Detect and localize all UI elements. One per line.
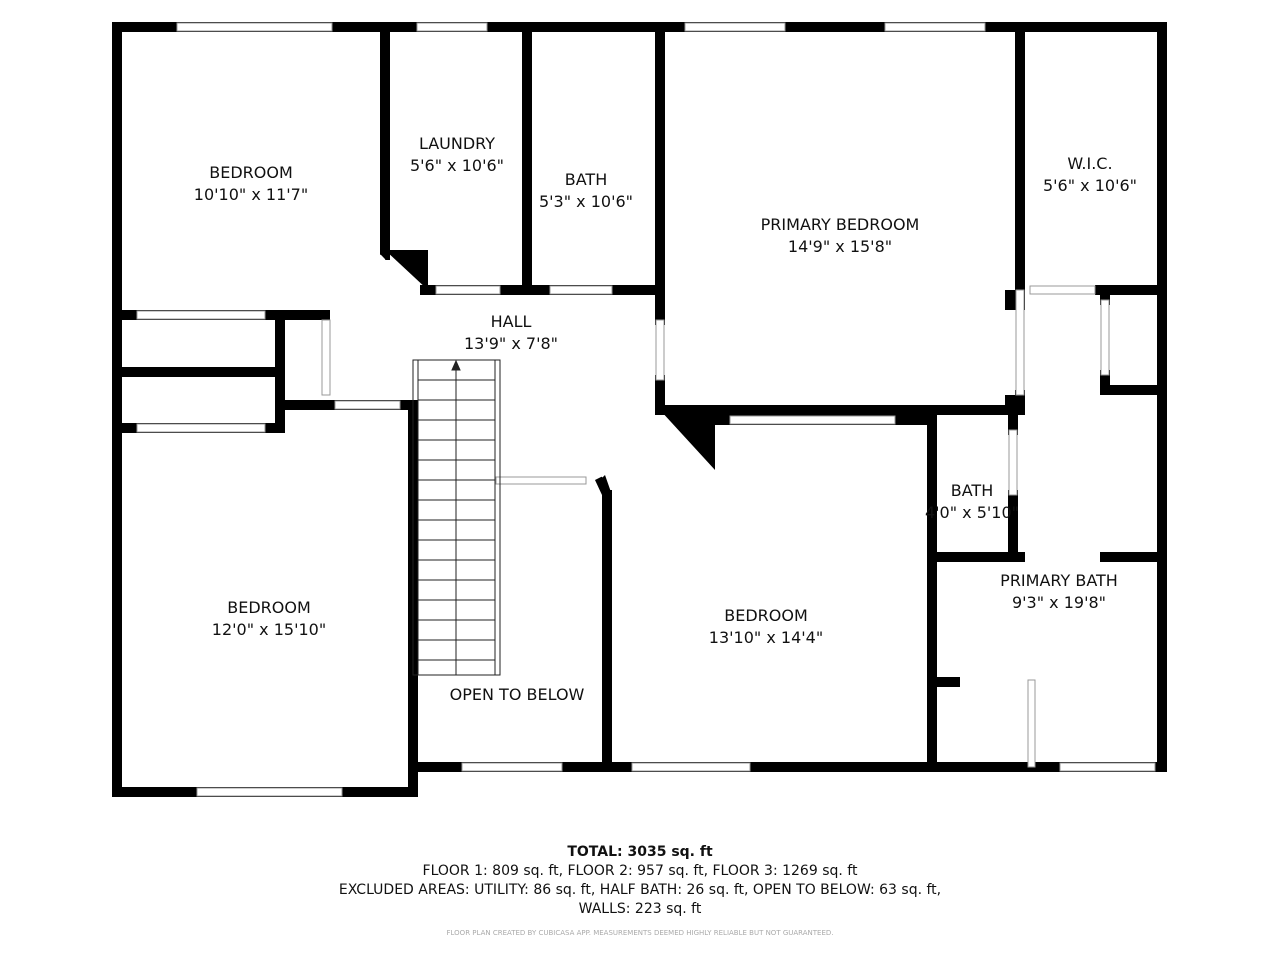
credit-note: FLOOR PLAN CREATED BY CUBICASA APP. MEAS… bbox=[446, 929, 834, 937]
walls-area: WALLS: 223 sq. ft bbox=[578, 901, 702, 917]
excluded-areas: EXCLUDED AREAS: UTILITY: 86 sq. ft, HALF… bbox=[338, 882, 942, 898]
wall-corners bbox=[385, 250, 1025, 495]
floor-areas: FLOOR 1: 809 sq. ft, FLOOR 2: 957 sq. ft… bbox=[422, 863, 858, 879]
area-summary: TOTAL: 3035 sq. ft FLOOR 1: 809 sq. ft, … bbox=[0, 843, 1280, 919]
room-label-wic: W.I.C.5'6" x 10'6" bbox=[1042, 154, 1138, 195]
total-area: TOTAL: 3035 sq. ft bbox=[567, 844, 713, 860]
staircase bbox=[412, 359, 501, 676]
room-label-open-to-below: OPEN TO BELOW bbox=[449, 685, 585, 704]
windows bbox=[136, 22, 1156, 797]
door-openings bbox=[330, 254, 655, 478]
